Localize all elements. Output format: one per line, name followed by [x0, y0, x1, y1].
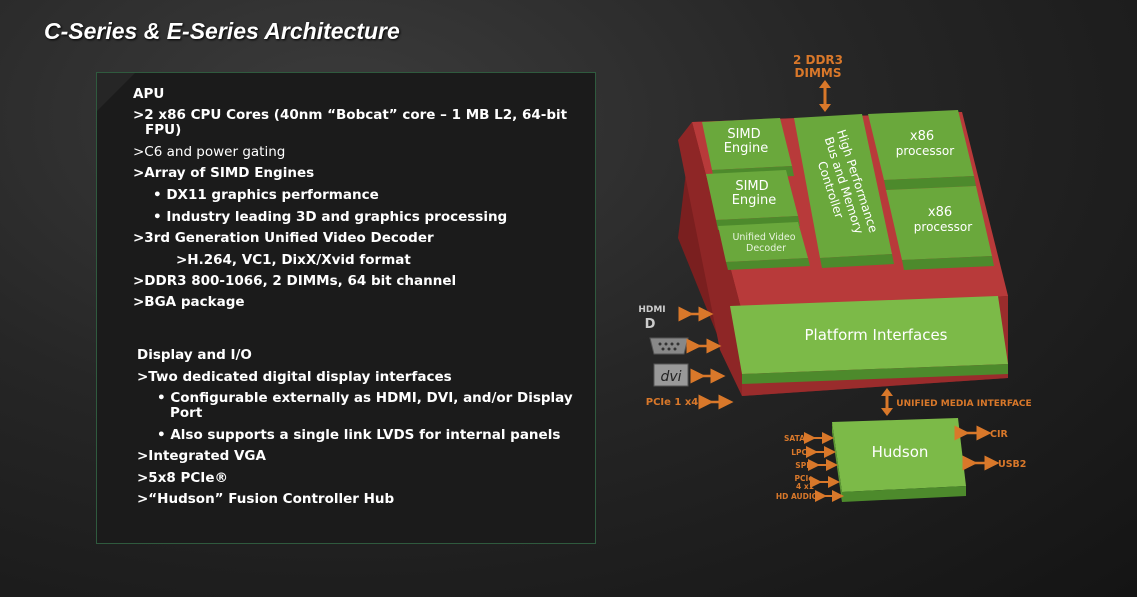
vga-port	[649, 337, 722, 355]
dimms-label-line1: 2 DDR3	[793, 53, 843, 67]
x86-1-label-line2: processor	[896, 144, 954, 158]
simd2-label-line1: SIMD	[735, 179, 768, 194]
dimms-arrow	[819, 80, 831, 112]
slide-title: C-Series & E-Series Architecture	[44, 18, 400, 44]
apu-item-uvd: >3rd Generation Unified Video Decoder	[133, 230, 434, 246]
lpc-label: LPC	[791, 448, 807, 457]
display-subitem-configurable: • Configurable externally as HDMI, DVI, …	[157, 390, 573, 406]
pcie-x4-port: PCIe 1 x4	[646, 394, 734, 410]
apu-item-cpu: >2 x86 CPU Cores (40nm “Bobcat” core – 1…	[133, 107, 568, 123]
apu-subitem-dx11: • DX11 graphics performance	[153, 187, 379, 203]
cir-label: CIR	[990, 429, 1009, 440]
hudson-left-io: SATA LPC SPI PCIe 4 x1 HD AUDIO	[776, 432, 844, 502]
apu-item-cpu-cont: FPU)	[145, 122, 182, 138]
apu-subitem-3d: • Industry leading 3D and graphics proce…	[153, 209, 508, 225]
bus-memory-controller-block: High Performance Bus and Memory Controll…	[794, 114, 894, 268]
display-subitem-configurable-cont: Port	[170, 405, 203, 421]
simd1-label-line1: SIMD	[727, 127, 760, 142]
x86-2-label-line1: x86	[928, 205, 952, 220]
usb2-label: USB2	[998, 459, 1026, 470]
display-subitem-lvds: • Also supports a single link LVDS for i…	[157, 427, 561, 443]
hudson-block: Hudson	[832, 418, 966, 502]
umi-arrow	[881, 388, 893, 416]
apu-heading: APU	[133, 86, 165, 102]
unified-video-decoder-block: Unified Video Decoder	[718, 222, 810, 270]
apu-item-simd: >Array of SIMD Engines	[133, 165, 315, 181]
x86-2-label-line2: processor	[914, 220, 972, 234]
pcie-4x1-label-line1: PCIe	[795, 474, 814, 483]
display-item-pcie: >5x8 PCIe®	[137, 470, 228, 486]
x86-processor-block-1: x86 processor	[868, 110, 976, 190]
display-item-digital: >Two dedicated digital display interface…	[137, 369, 452, 385]
simd2-label-line2: Engine	[732, 193, 777, 208]
hudson-label: Hudson	[872, 443, 929, 461]
display-heading: Display and I/O	[137, 347, 252, 363]
platform-interfaces-block: Platform Interfaces	[730, 296, 1008, 384]
apu-item-ddr3: >DDR3 800-1066, 2 DIMMs, 64 bit channel	[133, 273, 457, 289]
hdmi-port: HDMI D	[638, 305, 714, 332]
display-item-vga: >Integrated VGA	[137, 448, 266, 464]
x86-processor-block-2: x86 processor	[886, 186, 994, 270]
spi-label: SPI	[795, 461, 809, 470]
hd-audio-label: HD AUDIO	[776, 492, 818, 501]
uvd-label-line2: Decoder	[746, 243, 786, 254]
platform-label: Platform Interfaces	[805, 326, 948, 344]
x86-1-label-line1: x86	[910, 129, 934, 144]
pcie-x4-label: PCIe 1 x4	[646, 397, 699, 408]
sata-label: SATA	[784, 434, 805, 443]
apu-item-c6: >C6 and power gating	[133, 144, 286, 160]
apu-subitem-formats: >H.264, VC1, DixX/Xvid format	[176, 252, 411, 268]
dvi-port: dvi	[653, 363, 726, 387]
uvd-label-line1: Unified Video	[732, 232, 795, 243]
simd1-label-line2: Engine	[724, 141, 769, 156]
dvi-logo: dvi	[660, 369, 681, 385]
simd-engine-block-2: SIMD Engine	[706, 170, 800, 230]
display-item-hudson: >“Hudson” Fusion Controller Hub	[137, 491, 395, 507]
umi-label: UNIFIED MEDIA INTERFACE	[896, 399, 1031, 409]
apu-item-bga: >BGA package	[133, 294, 245, 310]
pcie-4x1-label-line2: 4 x1	[796, 482, 814, 491]
hudson-right-io: CIR USB2	[954, 425, 1026, 471]
hdmi-logo: HDMI	[638, 305, 665, 315]
text-panel	[96, 72, 596, 544]
displayport-logo: D	[645, 317, 656, 332]
dimms-label-line2: DIMMS	[795, 66, 842, 80]
